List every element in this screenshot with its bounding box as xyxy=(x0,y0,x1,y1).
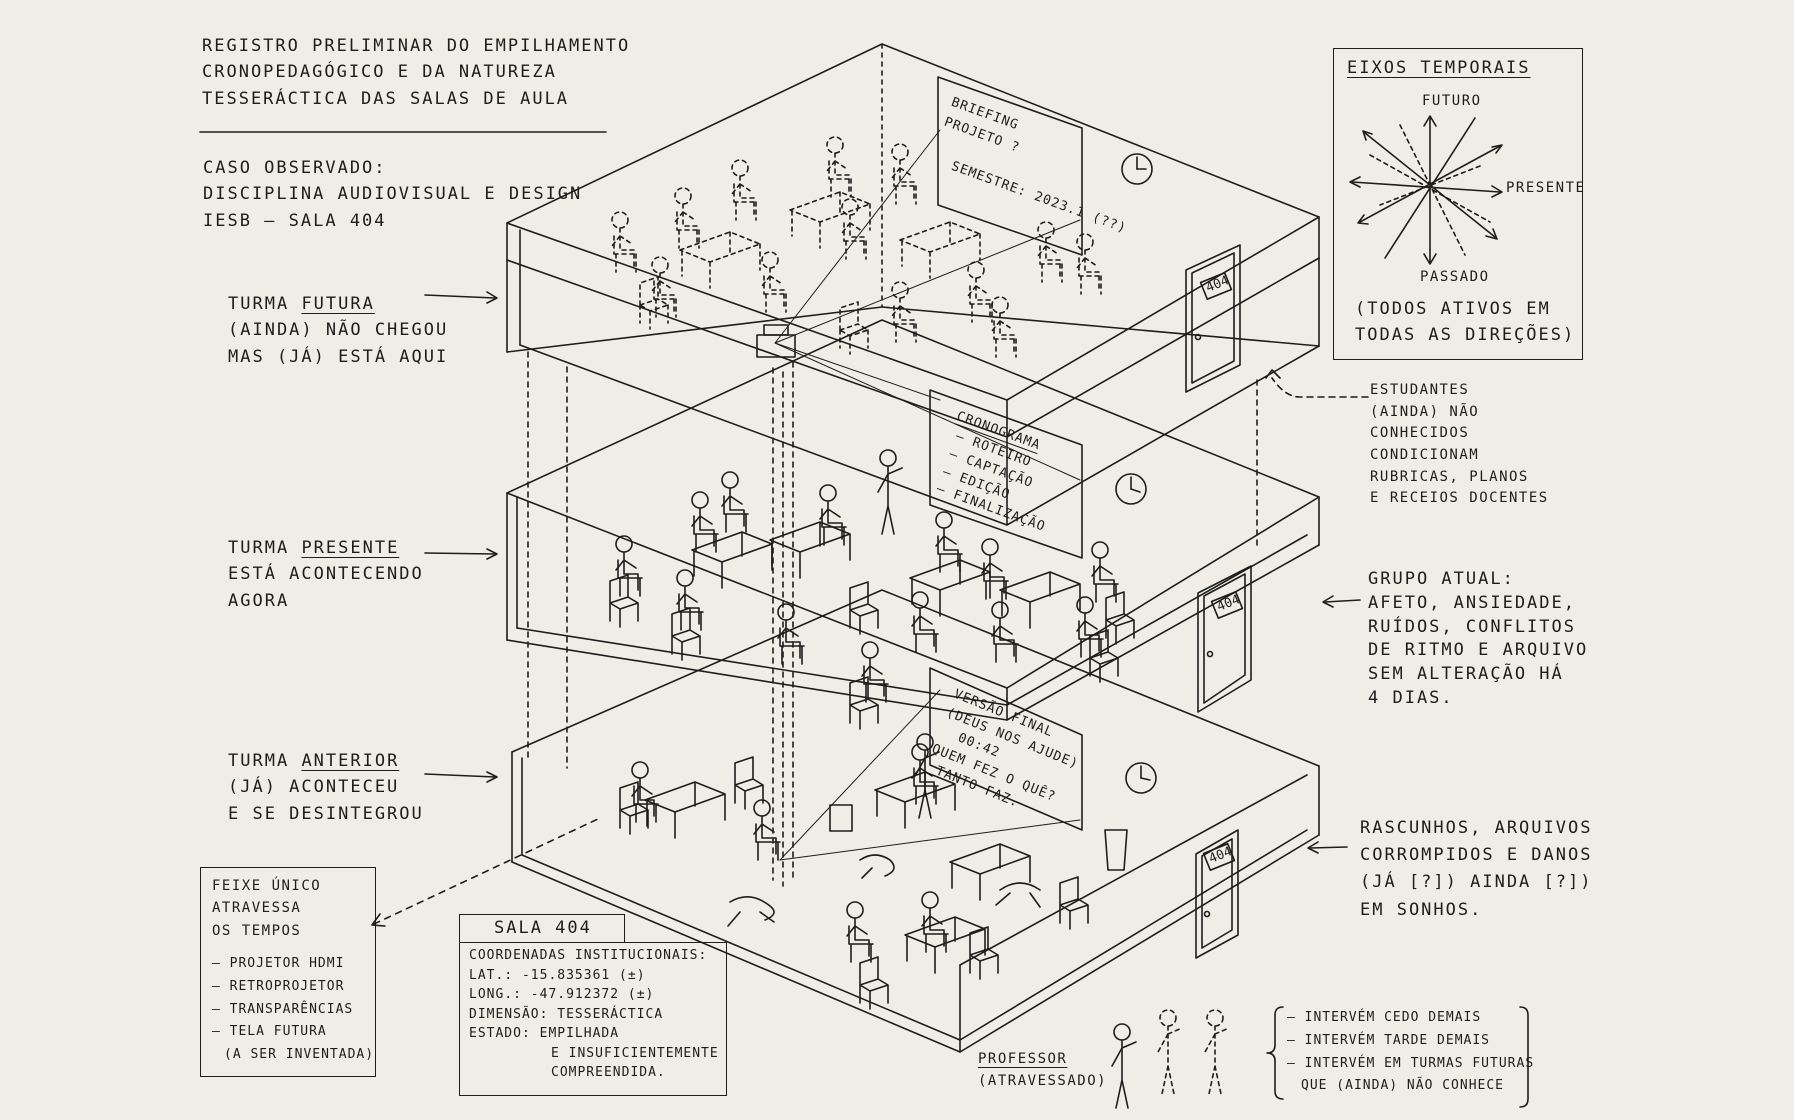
axis-past-label: PASSADO xyxy=(1420,269,1490,285)
sala-tab xyxy=(459,914,625,943)
floor-past xyxy=(511,589,1320,1053)
beam-box xyxy=(200,867,376,1077)
door-past xyxy=(1195,829,1239,959)
temporal-axes-title: EIXOS TEMPORAIS xyxy=(1347,58,1531,78)
temporal-axes-icon xyxy=(1349,115,1503,265)
bin xyxy=(829,804,853,832)
floor-connectors xyxy=(527,351,1258,887)
floor-future xyxy=(506,43,1320,526)
students-past xyxy=(619,733,1128,1010)
projector-top xyxy=(756,334,796,358)
professor-list: – INTERVÉM CEDO DEMAIS– INTERVÉM TARDE D… xyxy=(1287,1010,1535,1094)
board-past xyxy=(929,667,1083,831)
axis-future-label: FUTURO xyxy=(1422,93,1482,109)
door-future xyxy=(1185,244,1241,393)
floor-present xyxy=(506,319,1320,721)
label-arrows xyxy=(371,291,1369,927)
sala-details: COORDENADAS INSTITUCIONAIS: LAT.: -15.83… xyxy=(469,948,719,1080)
board-present xyxy=(929,389,1083,559)
axis-present-label: PRESENTE xyxy=(1506,180,1586,196)
clock-icon xyxy=(1115,473,1147,505)
group-note: GRUPO ATUAL:AFETO, ANSIEDADE,RUÍDOS, CON… xyxy=(1368,569,1589,708)
case-observed: CASO OBSERVADO:DISCIPLINA AUDIOVISUAL E … xyxy=(203,158,583,231)
clock-icon xyxy=(1121,153,1153,185)
temporal-axes-box xyxy=(1333,48,1583,360)
bracket-right xyxy=(1519,1006,1529,1108)
professor-figures xyxy=(1111,1009,1230,1109)
projector-beam xyxy=(774,129,1081,861)
clock-icon xyxy=(1125,762,1157,794)
sala-title: SALA 404 xyxy=(494,918,592,938)
bracket-left xyxy=(1266,1006,1284,1100)
beam-list: – PROJETOR HDMI– RETROPROJETOR– TRANSPAR… xyxy=(212,956,375,1062)
sala-box xyxy=(459,942,727,1096)
board-future xyxy=(937,76,1083,256)
fallen-figure xyxy=(859,854,895,879)
door-present xyxy=(1197,565,1252,713)
fallen-figure xyxy=(995,882,1041,908)
trash-can xyxy=(1104,829,1128,871)
fallen-figure xyxy=(727,896,775,927)
professor-label: PROFESSOR(ATRAVESSADO) xyxy=(978,1051,1108,1090)
